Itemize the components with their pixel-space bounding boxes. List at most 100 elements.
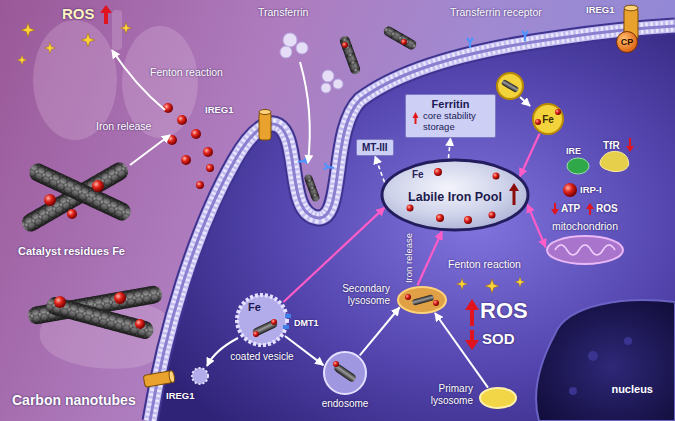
pool-name: Labile Iron Pool <box>408 190 502 204</box>
element-symbol: Fe <box>412 169 424 180</box>
transferrin-protein <box>280 46 292 58</box>
oval-outline <box>489 212 496 219</box>
transporter-label: DMT1 <box>294 318 319 328</box>
ros-star <box>81 33 95 47</box>
connector-arrow <box>360 308 400 356</box>
change-arrow <box>100 5 112 24</box>
channel-label: IREG1 <box>166 390 195 401</box>
carbon-nanotube <box>26 161 133 224</box>
vesicle-outline <box>271 319 277 325</box>
iron-particle <box>401 39 407 45</box>
protein-label: Transferrin receptor <box>450 6 542 18</box>
iron-regulatory-protein <box>563 183 577 197</box>
transferrin-protein <box>333 79 343 89</box>
connector-arrow <box>375 156 385 182</box>
change-arrow <box>465 330 479 350</box>
iron-particle <box>181 155 191 165</box>
ros-label: ROS <box>480 298 528 324</box>
process-box: Ferritincore stability storage <box>405 94 496 138</box>
mitochondrion-shape: mitochondrion <box>545 234 625 266</box>
vesicle <box>501 79 520 93</box>
protein-circle: CP <box>616 31 638 53</box>
nucleus-outline <box>624 337 632 345</box>
process-label: Fenton reaction <box>150 66 223 78</box>
organelle-name: Primary lysosome <box>419 383 473 406</box>
organelle-outline <box>396 285 448 315</box>
organelle-outline <box>412 294 435 305</box>
ros-label: ROS <box>596 203 618 214</box>
vesicle-outline <box>253 331 259 337</box>
connector-arrow <box>417 231 441 285</box>
vesicle-outline <box>533 104 563 134</box>
box-heading: Ferritin <box>412 98 489 110</box>
carbon-nanotube <box>382 25 418 52</box>
oval-outline <box>436 214 444 222</box>
organelle-name: coated vesicle <box>230 351 293 362</box>
change-arrow <box>551 203 559 215</box>
change-arrow <box>626 138 634 152</box>
nucleus-outline <box>536 300 675 421</box>
vesicle-outline <box>283 325 289 329</box>
process-arrow <box>112 50 165 110</box>
vesicle-outline <box>237 295 287 345</box>
iron-particle <box>206 164 214 172</box>
lysosome-shape: Primary lysosome <box>478 386 518 410</box>
organelle-outline <box>405 294 411 300</box>
iron-particle <box>135 319 145 329</box>
ireg1-channel <box>143 370 175 387</box>
organelle-outline <box>555 245 615 255</box>
increase-arrow <box>413 112 419 118</box>
protein-label: IRP-I <box>580 184 602 195</box>
iron-vesicle: Fe <box>531 102 565 136</box>
organelle-name: endosome <box>322 398 369 409</box>
oval-outline <box>382 160 528 230</box>
protein-label: IRE <box>566 146 581 156</box>
vesicle-outline <box>252 319 279 337</box>
membrane-receptor <box>297 157 308 165</box>
organelle-outline <box>547 236 623 264</box>
oval-outline <box>434 168 442 176</box>
membrane-receptor <box>324 163 335 171</box>
change-arrow <box>586 203 594 215</box>
transferrin-protein <box>296 42 308 54</box>
ros-star <box>515 277 525 287</box>
iron-particle <box>67 209 77 219</box>
transferrin-protein <box>283 33 297 47</box>
oval-outline <box>407 205 414 212</box>
organelle-outline <box>398 287 446 313</box>
change-arrow <box>100 5 634 350</box>
ireg1-channel <box>168 370 175 383</box>
process-arrow <box>300 62 310 163</box>
organelle-name: nucleus <box>611 383 653 395</box>
iron-regulatory-protein <box>563 151 629 197</box>
increase-arrow <box>415 117 417 124</box>
organelle-outline <box>433 300 439 306</box>
change-arrow <box>465 299 479 326</box>
iron-particle <box>92 180 104 192</box>
ireg1-channel <box>259 110 271 141</box>
transferrin-protein <box>321 83 331 93</box>
connector-arrow <box>448 138 450 158</box>
element-symbol: Fe <box>248 301 261 313</box>
vesicle <box>497 73 523 99</box>
vesicle <box>192 368 208 384</box>
cell-membrane <box>150 26 675 421</box>
membrane-receptor <box>297 31 528 171</box>
iron-particle <box>163 103 173 113</box>
box-heading: MT-III <box>362 142 388 153</box>
organelle-name: Secondary lysosome <box>332 283 390 306</box>
membrane-receptor <box>467 38 473 48</box>
channel-label: IREG1 <box>586 4 615 15</box>
vesicle <box>501 79 520 93</box>
process-label: Fenton reaction <box>448 258 521 270</box>
iron-particle <box>196 181 204 189</box>
iron-particle <box>203 147 213 157</box>
oval-outline <box>509 183 519 191</box>
cell-interior <box>150 26 675 421</box>
organelle-outline <box>545 234 625 266</box>
iron-particle <box>44 194 56 206</box>
carbon-nanotube <box>19 25 419 341</box>
molecule-label: ATP <box>561 203 580 214</box>
iron-regulatory-protein <box>600 151 629 171</box>
